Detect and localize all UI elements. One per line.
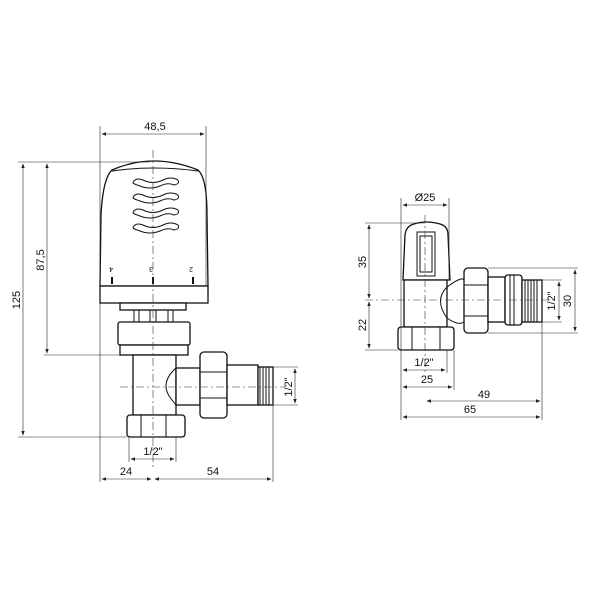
- dim-offset-left: 24: [120, 466, 132, 478]
- dim-bottom-thread: 1/2": [143, 446, 162, 458]
- dim-cap-diameter: Ø25: [415, 192, 436, 204]
- head-nut: [117, 321, 191, 346]
- bottom-hex-nut: [126, 414, 186, 438]
- side-hex-nut: [463, 267, 489, 334]
- pins: [133, 309, 174, 323]
- dim-lower-height: 22: [357, 319, 369, 331]
- bottom-hex-nut: [397, 326, 455, 351]
- dim-nut-width: 25: [421, 374, 433, 386]
- scale-mark-3: 3: [149, 265, 153, 272]
- manual-valve-front-view: Ø25 35 22 1/2" 30 1/2" 25 49 65: [357, 192, 578, 420]
- valve-cap: [402, 221, 451, 281]
- dim-side-thread: 1/2": [546, 291, 558, 310]
- dim-center-to-end: 49: [478, 389, 490, 401]
- dim-side-thread: 1/2": [283, 377, 295, 396]
- valve-body: [403, 279, 448, 328]
- head-ring: [99, 285, 209, 304]
- dim-total-height: 125: [11, 291, 23, 309]
- dim-cap-width: 48,5: [144, 121, 165, 133]
- dim-bottom-thread: 1/2": [414, 357, 433, 369]
- valve-body: [132, 354, 177, 416]
- dim-nut-height: 30: [562, 295, 574, 307]
- wave-icon: [132, 177, 179, 234]
- dim-offset-right: 54: [207, 466, 219, 478]
- dim-upper-height: 35: [357, 256, 369, 268]
- scale-mark-2: 2: [189, 265, 193, 272]
- dim-total-length: 65: [464, 404, 476, 416]
- thermostatic-valve-front-view: 4 3 2 48,5 125 87,5: [11, 121, 298, 482]
- scale-mark-4: 4: [109, 265, 113, 272]
- side-hex-nut: [199, 351, 228, 419]
- dim-head-height: 87,5: [35, 249, 47, 270]
